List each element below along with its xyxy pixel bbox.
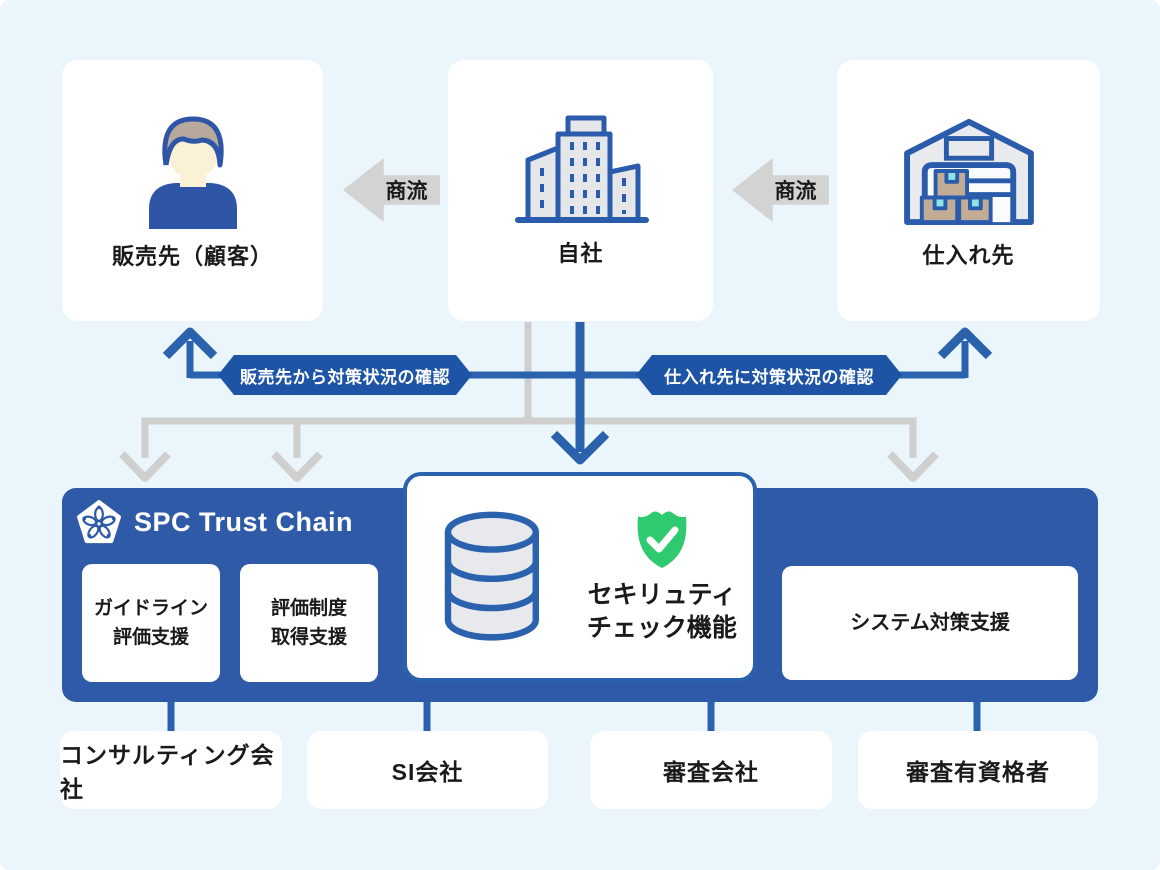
supplier-node: 仕入れ先	[837, 60, 1100, 321]
callout-to-supplier: 仕入れ先に対策状況の確認	[636, 355, 902, 395]
feature-label-line: 評価支援	[112, 627, 189, 648]
feature-label-line: システム対策支援	[850, 611, 1010, 634]
feature-label-line: 取得支援	[270, 627, 347, 648]
gray-arrowhead-down	[271, 451, 323, 482]
shield-check-icon	[637, 511, 687, 568]
partner-qualified-auditor: 審査有資格者	[858, 731, 1098, 809]
spc-logo-text: SPC Trust Chain	[134, 506, 354, 537]
callout-to-supplier-label: 仕入れ先に対策状況の確認	[664, 367, 874, 387]
partner-audit-company: 審査会社	[590, 731, 832, 809]
blue-arrowhead-up	[162, 327, 218, 360]
feature-security-check-label: セキリュティ チェック機能	[587, 579, 737, 645]
feature-guideline-support: ガイドライン 評価支援	[82, 564, 220, 682]
partner-label: 審査会社	[663, 759, 759, 785]
commerce-flow-label: 商流	[774, 180, 817, 203]
partner-label: コンサルティング会社	[60, 742, 275, 802]
own-company-label: 自社	[557, 240, 604, 266]
callout-from-sales-label: 販売先から対策状況の確認	[240, 367, 450, 387]
spc-trust-chain-brand: SPC Trust Chain	[76, 500, 353, 544]
blue-arrowhead-up	[937, 327, 993, 360]
feature-label-line: セキリュティ	[587, 581, 737, 609]
warehouse-icon	[903, 118, 1034, 225]
partner-label: 審査有資格者	[906, 759, 1050, 785]
feature-label-line: ガイドライン	[93, 597, 208, 619]
spc-logo-icon	[77, 500, 121, 544]
sales-customer-node: 販売先（顧客）	[62, 60, 323, 321]
partner-consulting: コンサルティング会社	[60, 731, 282, 809]
feature-evaluation-support: 評価制度 取得支援	[240, 564, 378, 682]
database-icon	[444, 511, 539, 641]
gray-arrowhead-down	[887, 451, 939, 482]
partner-si-company: SI会社	[307, 731, 548, 809]
feature-system-support: システム対策支援	[782, 566, 1078, 680]
supplier-label: 仕入れ先	[922, 242, 1015, 268]
commerce-flow-label: 商流	[385, 180, 428, 203]
partner-label: SI会社	[391, 759, 464, 785]
person-icon	[148, 116, 237, 229]
feature-label-line: 評価制度	[270, 597, 347, 619]
feature-security-check: セキリュティ チェック機能	[403, 472, 757, 682]
own-company-node: 自社	[448, 60, 713, 321]
feature-label-line: チェック機能	[586, 614, 737, 642]
blue-arrowhead-down	[550, 430, 610, 465]
callout-from-sales: 販売先から対策状況の確認	[218, 355, 472, 395]
building-icon	[514, 115, 649, 223]
sales-customer-label: 販売先（顧客）	[111, 243, 273, 269]
gray-arrowhead-down	[119, 451, 171, 482]
